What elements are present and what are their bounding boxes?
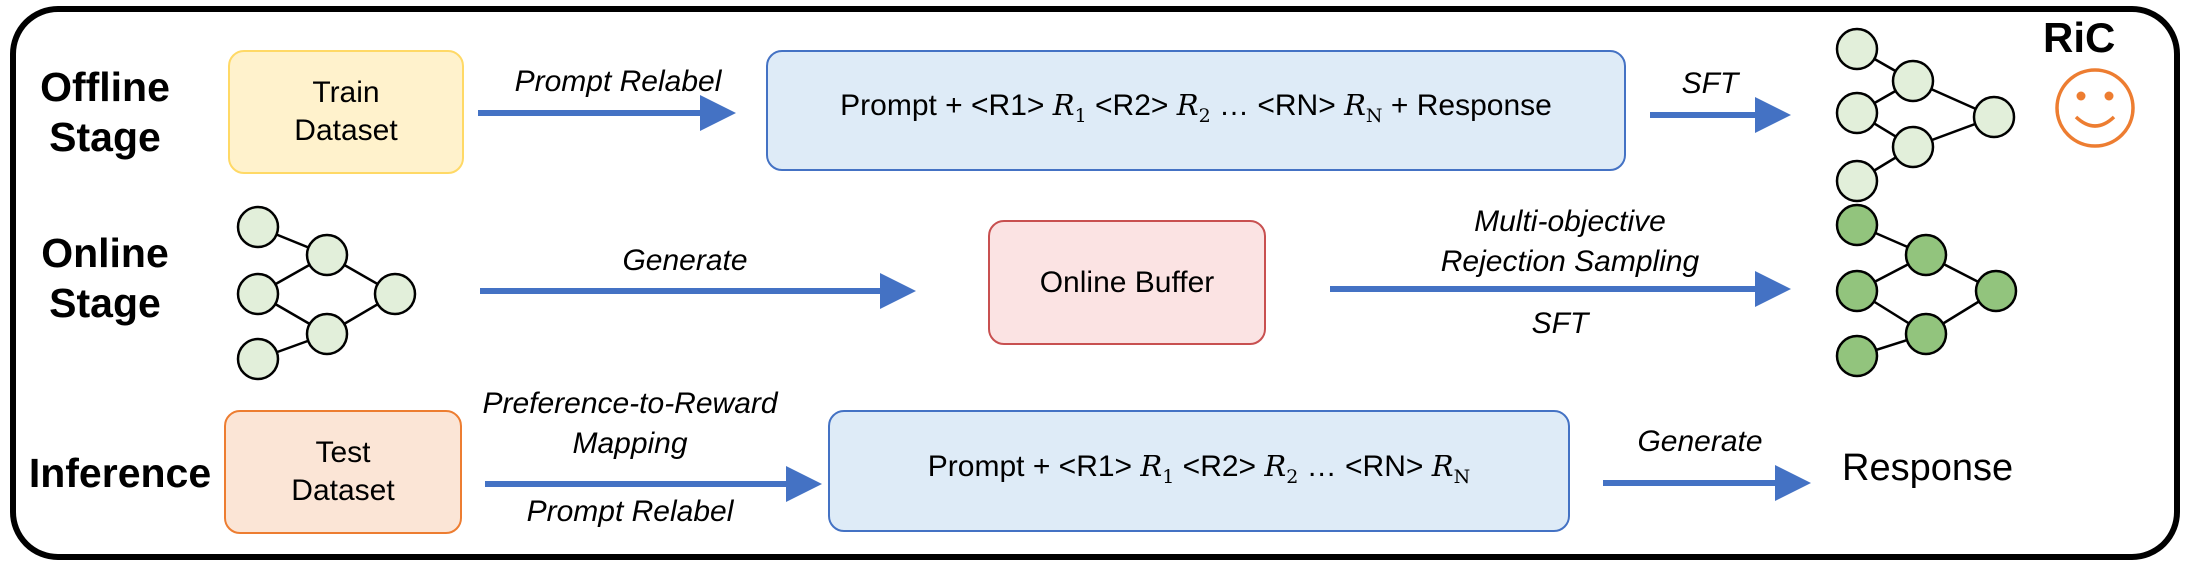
- train-dataset-label: Train Dataset: [294, 76, 398, 147]
- inference-prompt-text: Prompt + <R1> R1 <R2> R2 … <RN> RN: [927, 448, 1471, 488]
- smiley-icon: [2055, 68, 2135, 148]
- online-buffer-label: Online Buffer: [1039, 265, 1215, 299]
- offline-prompt-box: Prompt + <R1> R1 <R2> R2 … <RN> RN + Res…: [766, 50, 1626, 171]
- label-online-sft: SFT: [1531, 307, 1589, 340]
- label-preference-mapping: Preference-to-Reward Mapping: [482, 387, 778, 460]
- label-inference-generate: Generate: [1637, 425, 1763, 458]
- response-label: Response: [1842, 447, 2014, 489]
- offline-prompt-text: Prompt + <R1> R1 <R2> R2 … <RN> RN + Res…: [840, 88, 1552, 127]
- train-dataset-box: Train Dataset: [228, 50, 464, 174]
- label-prompt-relabel: Prompt Relabel: [514, 65, 722, 98]
- inference-prompt-box: Prompt + <R1> R1 <R2> R2 … <RN> RN: [828, 410, 1570, 532]
- stage-label-online: Online Stage: [41, 230, 169, 326]
- test-dataset-box: Test Dataset: [224, 410, 462, 534]
- label-inference-prompt-relabel: Prompt Relabel: [526, 495, 734, 528]
- stage-label-inference: Inference: [28, 450, 212, 496]
- network-icon: [236, 205, 417, 381]
- network-icon: [1835, 203, 2018, 378]
- network-icon: [1835, 27, 2016, 203]
- stage-label-offline: Offline Stage: [40, 64, 170, 160]
- test-dataset-label: Test Dataset: [291, 436, 395, 507]
- label-generate: Generate: [622, 244, 748, 277]
- online-buffer-box: Online Buffer: [988, 220, 1266, 345]
- label-offline-sft: SFT: [1681, 67, 1739, 100]
- label-rejection-sampling: Multi-objective Rejection Sampling: [1440, 205, 1700, 278]
- diagram-title: RiC: [2043, 14, 2116, 61]
